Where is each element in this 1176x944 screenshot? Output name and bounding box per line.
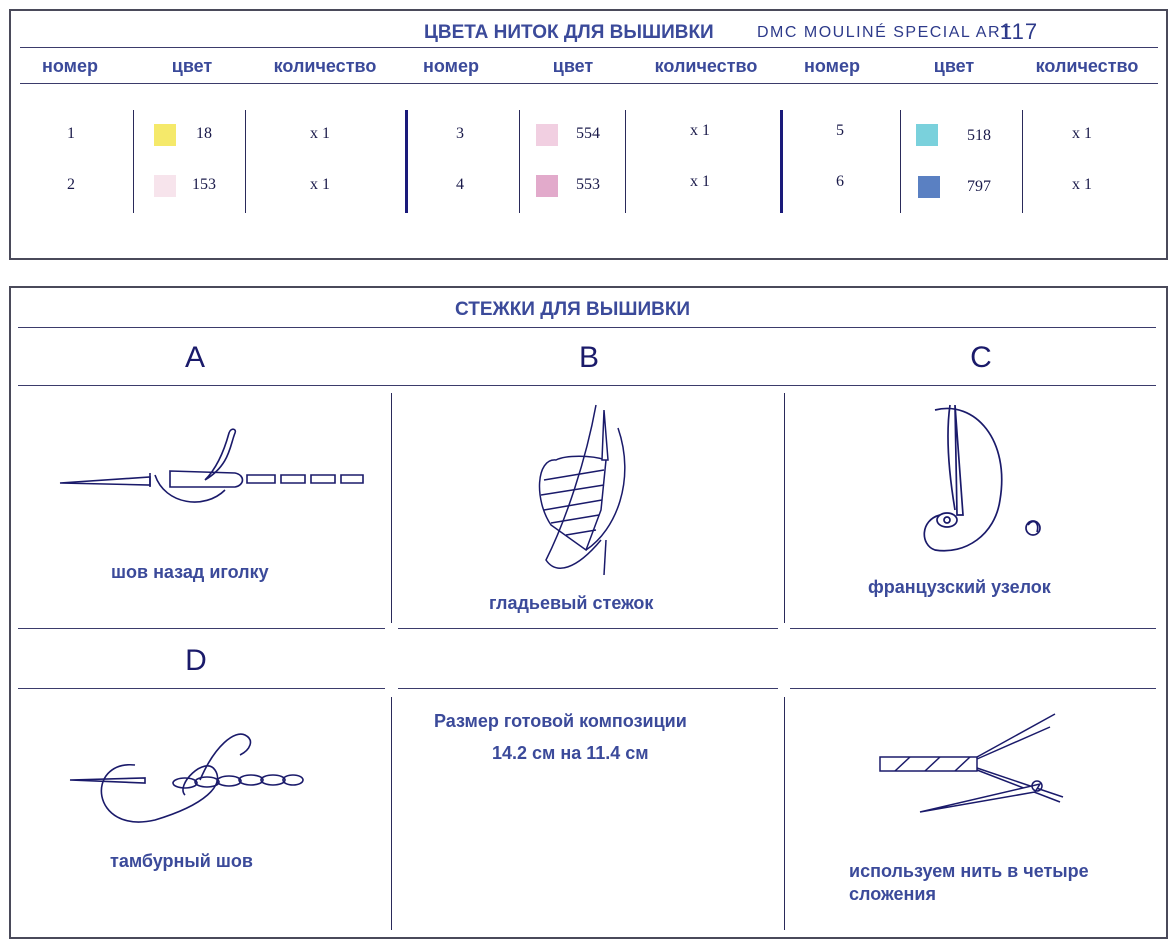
header-divider — [20, 83, 1158, 84]
thread-number: 6 — [836, 173, 844, 190]
thread-code: 553 — [576, 176, 600, 193]
colors-table-title: ЦВЕТА НИТОК ДЛЯ ВЫШИВКИ — [424, 22, 714, 43]
color-swatch — [916, 124, 938, 146]
color-swatch — [536, 175, 558, 197]
stitch-letter-b: B — [578, 341, 599, 374]
thread-code: 18 — [196, 125, 212, 142]
header-quantity-3: количество — [1035, 56, 1139, 76]
color-swatch — [154, 175, 176, 197]
cell-sep — [784, 393, 785, 623]
colors-table-frame — [9, 9, 1168, 260]
stitch-letter-d: D — [185, 644, 207, 677]
thread-number: 2 — [67, 176, 75, 193]
french-knot-icon — [923, 404, 1041, 552]
header-color-1: цвет — [171, 56, 213, 76]
color-swatch — [154, 124, 176, 146]
brand-number: 117 — [1000, 19, 1039, 44]
stitches-frame — [9, 286, 1168, 939]
thread-code: 518 — [967, 127, 991, 144]
group-sep — [780, 110, 783, 213]
stitch-label-a: шов назад иголку — [111, 562, 269, 582]
thread-number: 1 — [67, 125, 75, 142]
cell-sep — [391, 393, 392, 623]
size-title: Размер готовой композиции — [434, 711, 687, 731]
thread-number: 5 — [836, 122, 844, 139]
letters-divider — [18, 385, 1156, 386]
header-color-2: цвет — [552, 56, 594, 76]
thread-qty: x 1 — [1072, 176, 1092, 193]
header-number-3: номер — [804, 56, 860, 76]
stitch-letter-c: C — [970, 341, 992, 374]
thread-qty: x 1 — [1072, 125, 1092, 142]
col-sep — [900, 110, 901, 213]
colors-title-divider — [20, 47, 1158, 48]
stitch-label-b: гладьевый стежок — [489, 593, 654, 613]
header-quantity-1: количество — [273, 56, 377, 76]
brand-name: DMC MOULINÉ SPECIAL ART — [757, 24, 1012, 41]
thread-qty: x 1 — [310, 176, 330, 193]
col-sep — [1022, 110, 1023, 213]
row-divider — [790, 688, 1156, 689]
size-dimensions: 14.2 см на 11.4 см — [492, 743, 649, 763]
header-number-2: номер — [423, 56, 479, 76]
chain-stitch-icon — [69, 733, 304, 823]
thread-code: 153 — [192, 176, 216, 193]
thread-code: 554 — [576, 125, 600, 142]
four-strand-thread-icon — [879, 713, 1064, 813]
thread-qty: x 1 — [690, 122, 710, 139]
thread-number: 4 — [456, 176, 464, 193]
stitch-label-c: французский узелок — [868, 577, 1051, 597]
backstitch-icon — [59, 428, 364, 503]
row-divider — [790, 628, 1156, 629]
thread-qty: x 1 — [310, 125, 330, 142]
stitches-title-divider — [18, 327, 1156, 328]
stitches-title: СТЕЖКИ ДЛЯ ВЫШИВКИ — [455, 299, 691, 320]
thread-code: 797 — [967, 178, 991, 195]
stitch-label-d: тамбурный шов — [110, 851, 253, 871]
row-divider — [18, 688, 385, 689]
col-sep — [625, 110, 626, 213]
row-divider — [18, 628, 385, 629]
col-sep — [245, 110, 246, 213]
satin-stitch-icon — [538, 404, 626, 576]
cell-sep — [784, 697, 785, 930]
col-sep — [133, 110, 134, 213]
cell-sep — [391, 697, 392, 930]
thread-qty: x 1 — [690, 173, 710, 190]
thread-note: используем нить в четыре сложения — [849, 861, 1089, 904]
header-color-3: цвет — [933, 56, 975, 76]
row-divider — [398, 628, 778, 629]
header-quantity-2: количество — [654, 56, 758, 76]
color-swatch — [536, 124, 558, 146]
header-number-1: номер — [42, 56, 98, 76]
color-swatch — [918, 176, 940, 198]
stitch-letter-a: A — [184, 341, 205, 374]
row-divider — [398, 688, 778, 689]
group-sep — [405, 110, 408, 213]
thread-number: 3 — [456, 125, 464, 142]
col-sep — [519, 110, 520, 213]
